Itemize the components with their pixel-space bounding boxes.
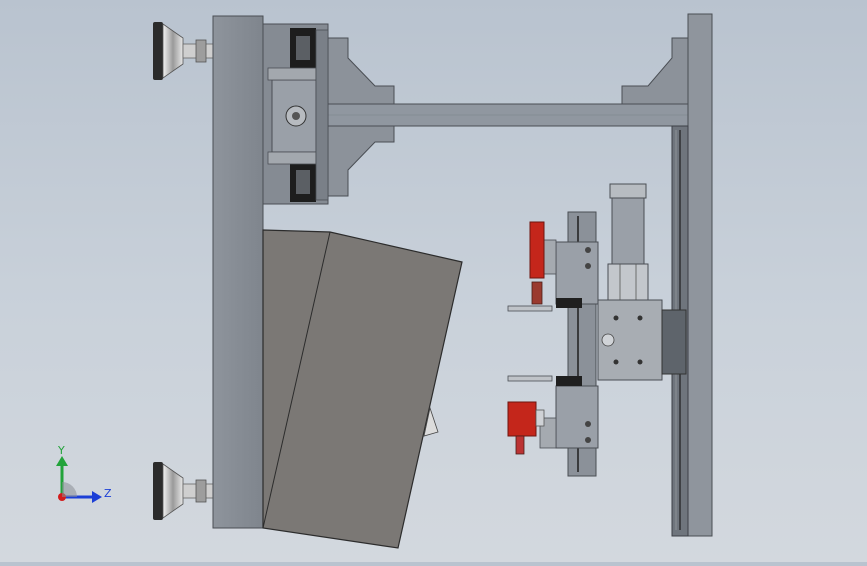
coordinate-triad-icon: Y Z bbox=[56, 444, 112, 503]
servo-motor bbox=[597, 183, 687, 381]
sensor-lower bbox=[507, 401, 545, 455]
hopper bbox=[262, 229, 463, 549]
leveling-foot-top bbox=[153, 22, 214, 80]
triad-z-label: Z bbox=[104, 487, 112, 500]
leveling-foot-bottom bbox=[153, 462, 214, 520]
sensor-upper bbox=[529, 221, 545, 305]
base-plate bbox=[212, 15, 264, 529]
triad-y-label: Y bbox=[57, 444, 65, 457]
linear-guide-block bbox=[262, 23, 329, 205]
vertical-extrusion bbox=[671, 13, 713, 537]
upper-bracket bbox=[315, 37, 691, 197]
gripper-assembly bbox=[507, 211, 599, 477]
